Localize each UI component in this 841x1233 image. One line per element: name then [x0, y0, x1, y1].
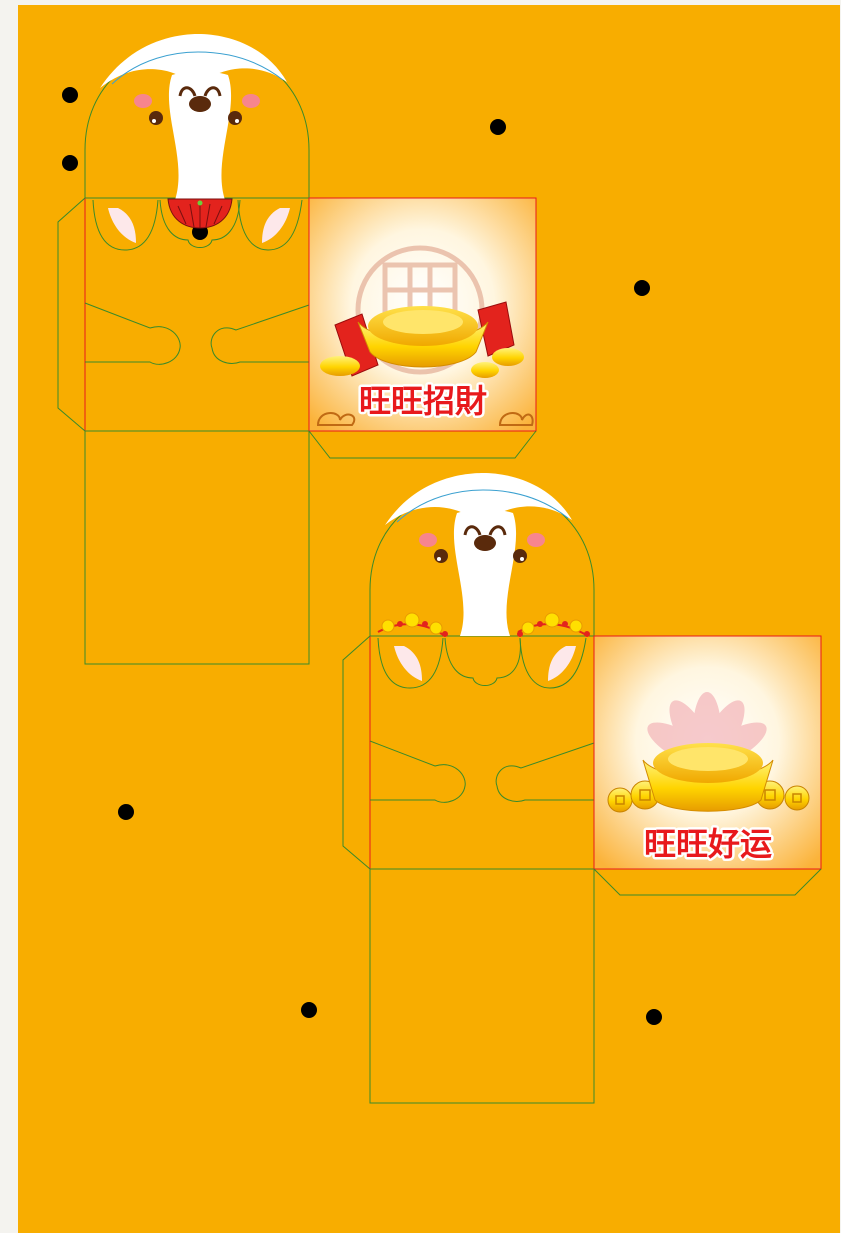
- bottom-flap: [84, 430, 310, 665]
- paw-left: [377, 637, 444, 689]
- arm-slot-left: [369, 740, 466, 803]
- dog-head-top: [84, 34, 310, 229]
- dog-face-white: [168, 71, 232, 200]
- gold-ingot: [642, 743, 774, 812]
- dog-cheek: [419, 533, 437, 547]
- paw-right: [519, 637, 587, 689]
- dog-face-white: [453, 509, 517, 636]
- label-text: 旺旺招財: [359, 382, 487, 420]
- dog-ear-white: [385, 473, 572, 525]
- registration-dot: [62, 87, 78, 103]
- left-tab: [57, 197, 86, 432]
- arm-slot-right: [495, 742, 595, 802]
- bottom-tab: [308, 430, 537, 459]
- dog-cheek: [242, 94, 260, 108]
- dog-nose: [189, 96, 211, 112]
- red-envelope: [477, 301, 515, 357]
- paw-pad: [394, 646, 422, 681]
- dog-eye: [513, 549, 527, 563]
- bottom-flap: [369, 868, 595, 1104]
- box-template-top: 旺旺招財: [57, 34, 537, 665]
- paw-pad: [262, 208, 290, 243]
- paw-pad: [548, 646, 576, 681]
- arm-slot-right: [210, 304, 310, 364]
- registration-dot: [646, 1009, 662, 1025]
- left-tab: [342, 635, 371, 870]
- paw-pad: [108, 208, 136, 243]
- dog-head-bottom: [369, 473, 595, 637]
- body-panel-top: [57, 197, 310, 665]
- dog-cheek: [527, 533, 545, 547]
- dog-ear-white: [100, 34, 287, 88]
- cloud-ornament: [316, 412, 356, 426]
- registration-dot: [490, 119, 506, 135]
- registration-dot: [62, 155, 78, 171]
- flower-garland: [377, 612, 590, 637]
- gold-ingot: [357, 306, 489, 368]
- registration-dot: [301, 1002, 317, 1018]
- arm-slot-left: [84, 302, 181, 365]
- label-text: 旺旺好运: [644, 825, 772, 863]
- dog-eye: [434, 549, 448, 563]
- dog-eye: [228, 111, 242, 125]
- paw-right: [237, 199, 303, 251]
- label-panel-top: 旺旺招財: [308, 197, 537, 459]
- dog-cheek: [134, 94, 152, 108]
- dog-nose: [474, 535, 496, 551]
- paw-left: [92, 199, 159, 251]
- bottom-tab: [593, 868, 822, 896]
- box-template-bottom: 旺旺好运: [342, 473, 822, 1104]
- cloud-ornament: [498, 412, 534, 426]
- dog-eye: [149, 111, 163, 125]
- label-panel-bottom: 旺旺好运: [593, 635, 822, 896]
- registration-dot: [634, 280, 650, 296]
- body-panel-bottom: [342, 635, 595, 1104]
- registration-dot: [118, 804, 134, 820]
